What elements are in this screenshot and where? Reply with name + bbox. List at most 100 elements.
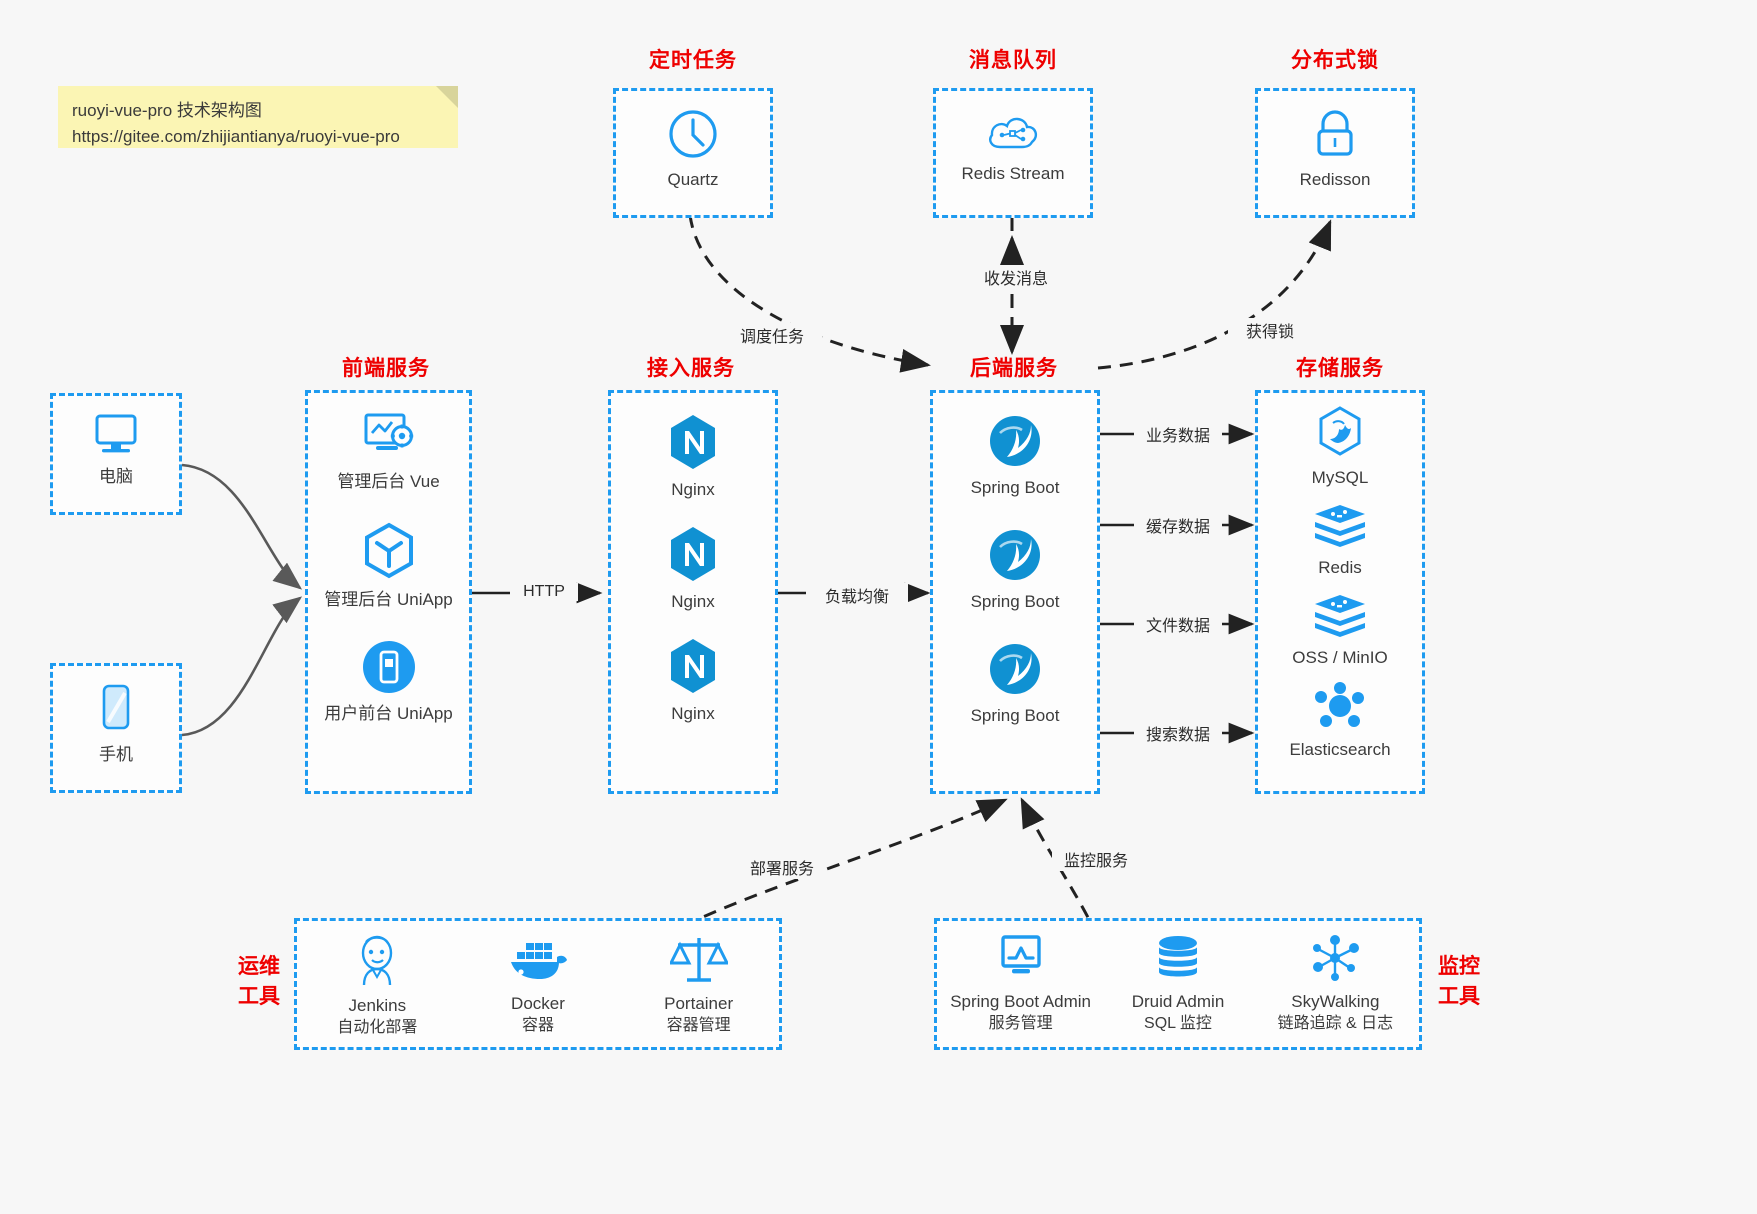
mobile-icon bbox=[102, 684, 130, 730]
node-mysql[interactable]: MySQL bbox=[1258, 393, 1422, 489]
clock-icon bbox=[669, 110, 717, 158]
node-label: OSS / MinIO bbox=[1292, 648, 1388, 667]
node-desktop[interactable]: 电脑 bbox=[53, 396, 179, 488]
node-label: Redis Stream bbox=[961, 164, 1065, 183]
spring-boot-icon bbox=[990, 416, 1040, 466]
edge-label-file-data: 文件数据 bbox=[1134, 612, 1222, 636]
node-desc: 链路追踪 & 日志 bbox=[1277, 1015, 1394, 1032]
desktop-icon bbox=[95, 414, 137, 453]
caption-mq: 消息队列 bbox=[969, 49, 1057, 72]
spring-boot-icon bbox=[990, 530, 1040, 580]
group-client-mobile: 手机 bbox=[50, 663, 182, 793]
node-label: Spring Boot bbox=[970, 706, 1060, 725]
druid-icon bbox=[1158, 936, 1197, 977]
edge-label-search-data: 搜索数据 bbox=[1134, 721, 1222, 745]
node-desc: SQL 监控 bbox=[1144, 1015, 1212, 1032]
node-desc: 容器管理 bbox=[666, 1017, 731, 1034]
docker-icon bbox=[510, 943, 567, 979]
architecture-note: ruoyi-vue-pro 技术架构图 https://gitee.com/zh… bbox=[58, 86, 458, 148]
node-spring-boot-2[interactable]: Spring Boot bbox=[933, 499, 1097, 613]
caption-storage: 存储服务 bbox=[1296, 357, 1384, 380]
jenkins-icon bbox=[362, 935, 393, 986]
caption-gateway: 接入服务 bbox=[647, 357, 735, 380]
portainer-icon bbox=[669, 938, 728, 982]
node-label: 手机 bbox=[99, 745, 133, 764]
node-label: Redis bbox=[1318, 558, 1362, 577]
edge-label-http: HTTP bbox=[510, 583, 578, 601]
group-monitor: Spring Boot Admin 服务管理 Druid Admin SQL 监… bbox=[934, 918, 1422, 1050]
group-storage: MySQL Redis bbox=[1255, 390, 1425, 794]
group-devops: Jenkins 自动化部署 Docker 容器 bbox=[294, 918, 782, 1050]
group-frontend: 管理后台 Vue 管理后台 UniApp 用户前台 UniApp bbox=[305, 390, 472, 794]
node-druid-admin[interactable]: Druid Admin SQL 监控 bbox=[1104, 933, 1252, 1035]
nginx-icon bbox=[671, 527, 715, 581]
node-redisson[interactable]: Redisson bbox=[1258, 91, 1412, 191]
node-mobile[interactable]: 手机 bbox=[53, 666, 179, 766]
node-skywalking[interactable]: SkyWalking 链路追踪 & 日志 bbox=[1252, 933, 1419, 1035]
node-portainer[interactable]: Portainer 容器管理 bbox=[624, 933, 774, 1037]
edge-label-cache-data: 缓存数据 bbox=[1134, 513, 1222, 537]
node-spring-boot-3[interactable]: Spring Boot bbox=[933, 613, 1097, 727]
node-label: Redisson bbox=[1299, 170, 1371, 189]
group-lock: Redisson bbox=[1255, 88, 1415, 218]
node-label: MySQL bbox=[1311, 468, 1369, 487]
padlock-icon bbox=[1317, 110, 1353, 156]
edge-label-schedule-task: 调度任务 bbox=[722, 323, 822, 347]
node-jenkins[interactable]: Jenkins 自动化部署 bbox=[302, 933, 452, 1039]
node-label: 电脑 bbox=[99, 467, 133, 486]
caption-scheduler: 定时任务 bbox=[649, 49, 737, 72]
node-name: Portainer bbox=[664, 994, 734, 1013]
note-line-1: ruoyi-vue-pro 技术架构图 bbox=[72, 101, 262, 120]
note-fold-corner bbox=[436, 86, 458, 108]
admin-vue-icon bbox=[364, 413, 413, 450]
node-label: Spring Boot bbox=[970, 592, 1060, 611]
node-redis[interactable]: Redis bbox=[1258, 489, 1422, 579]
caption-monitor-line1: 监控 bbox=[1438, 955, 1480, 978]
node-admin-uniapp[interactable]: 管理后台 UniApp bbox=[308, 493, 469, 611]
uniapp-hexagon-icon bbox=[364, 522, 413, 579]
node-label: Nginx bbox=[671, 480, 715, 499]
node-spring-boot-1[interactable]: Spring Boot bbox=[933, 393, 1097, 499]
group-mq: Redis Stream bbox=[933, 88, 1093, 218]
node-label: 用户前台 UniApp bbox=[324, 704, 453, 723]
caption-devops-line1: 运维 bbox=[238, 955, 280, 978]
caption-monitor-line2: 工具 bbox=[1438, 985, 1480, 1008]
node-spring-boot-admin[interactable]: Spring Boot Admin 服务管理 bbox=[937, 933, 1104, 1035]
node-nginx-1[interactable]: Nginx bbox=[611, 393, 775, 501]
node-elasticsearch[interactable]: Elasticsearch bbox=[1258, 669, 1422, 761]
node-name: Druid Admin bbox=[1131, 992, 1225, 1011]
group-backend: Spring Boot Spring Boot Spring Boot bbox=[930, 390, 1100, 794]
caption-frontend: 前端服务 bbox=[342, 357, 430, 380]
node-name: Docker bbox=[511, 994, 565, 1013]
nginx-icon bbox=[671, 639, 715, 693]
edge-label-load-balance: 负载均衡 bbox=[806, 583, 908, 607]
edge-label-deploy-service: 部署服务 bbox=[738, 855, 826, 879]
mysql-icon bbox=[1319, 406, 1361, 456]
node-label: Nginx bbox=[671, 704, 715, 723]
caption-devops-line2: 工具 bbox=[238, 985, 280, 1008]
node-user-uniapp[interactable]: 用户前台 UniApp bbox=[308, 611, 469, 725]
node-desc: 自动化部署 bbox=[337, 1019, 418, 1036]
node-admin-vue[interactable]: 管理后台 Vue bbox=[308, 393, 469, 493]
caption-backend: 后端服务 bbox=[970, 357, 1058, 380]
node-nginx-3[interactable]: Nginx bbox=[611, 613, 775, 725]
node-name: SkyWalking bbox=[1291, 992, 1380, 1011]
node-nginx-2[interactable]: Nginx bbox=[611, 501, 775, 613]
nginx-icon bbox=[671, 415, 715, 469]
edge-label-monitor-service: 监控服务 bbox=[1052, 847, 1140, 871]
redis-icon bbox=[1315, 505, 1365, 547]
cloud-stream-icon bbox=[989, 117, 1038, 149]
oss-icon bbox=[1315, 595, 1365, 637]
node-desc: 服务管理 bbox=[988, 1015, 1053, 1032]
caption-lock: 分布式锁 bbox=[1291, 49, 1379, 72]
group-scheduler: Quartz bbox=[613, 88, 773, 218]
node-oss-minio[interactable]: OSS / MinIO bbox=[1258, 579, 1422, 669]
node-redis-stream[interactable]: Redis Stream bbox=[936, 91, 1090, 185]
node-label: Quartz bbox=[667, 170, 719, 189]
node-desc: 容器 bbox=[521, 1017, 554, 1034]
node-quartz[interactable]: Quartz bbox=[616, 91, 770, 191]
node-label: 管理后台 Vue bbox=[337, 472, 440, 491]
node-docker[interactable]: Docker 容器 bbox=[463, 933, 613, 1037]
elasticsearch-icon bbox=[1315, 682, 1364, 727]
